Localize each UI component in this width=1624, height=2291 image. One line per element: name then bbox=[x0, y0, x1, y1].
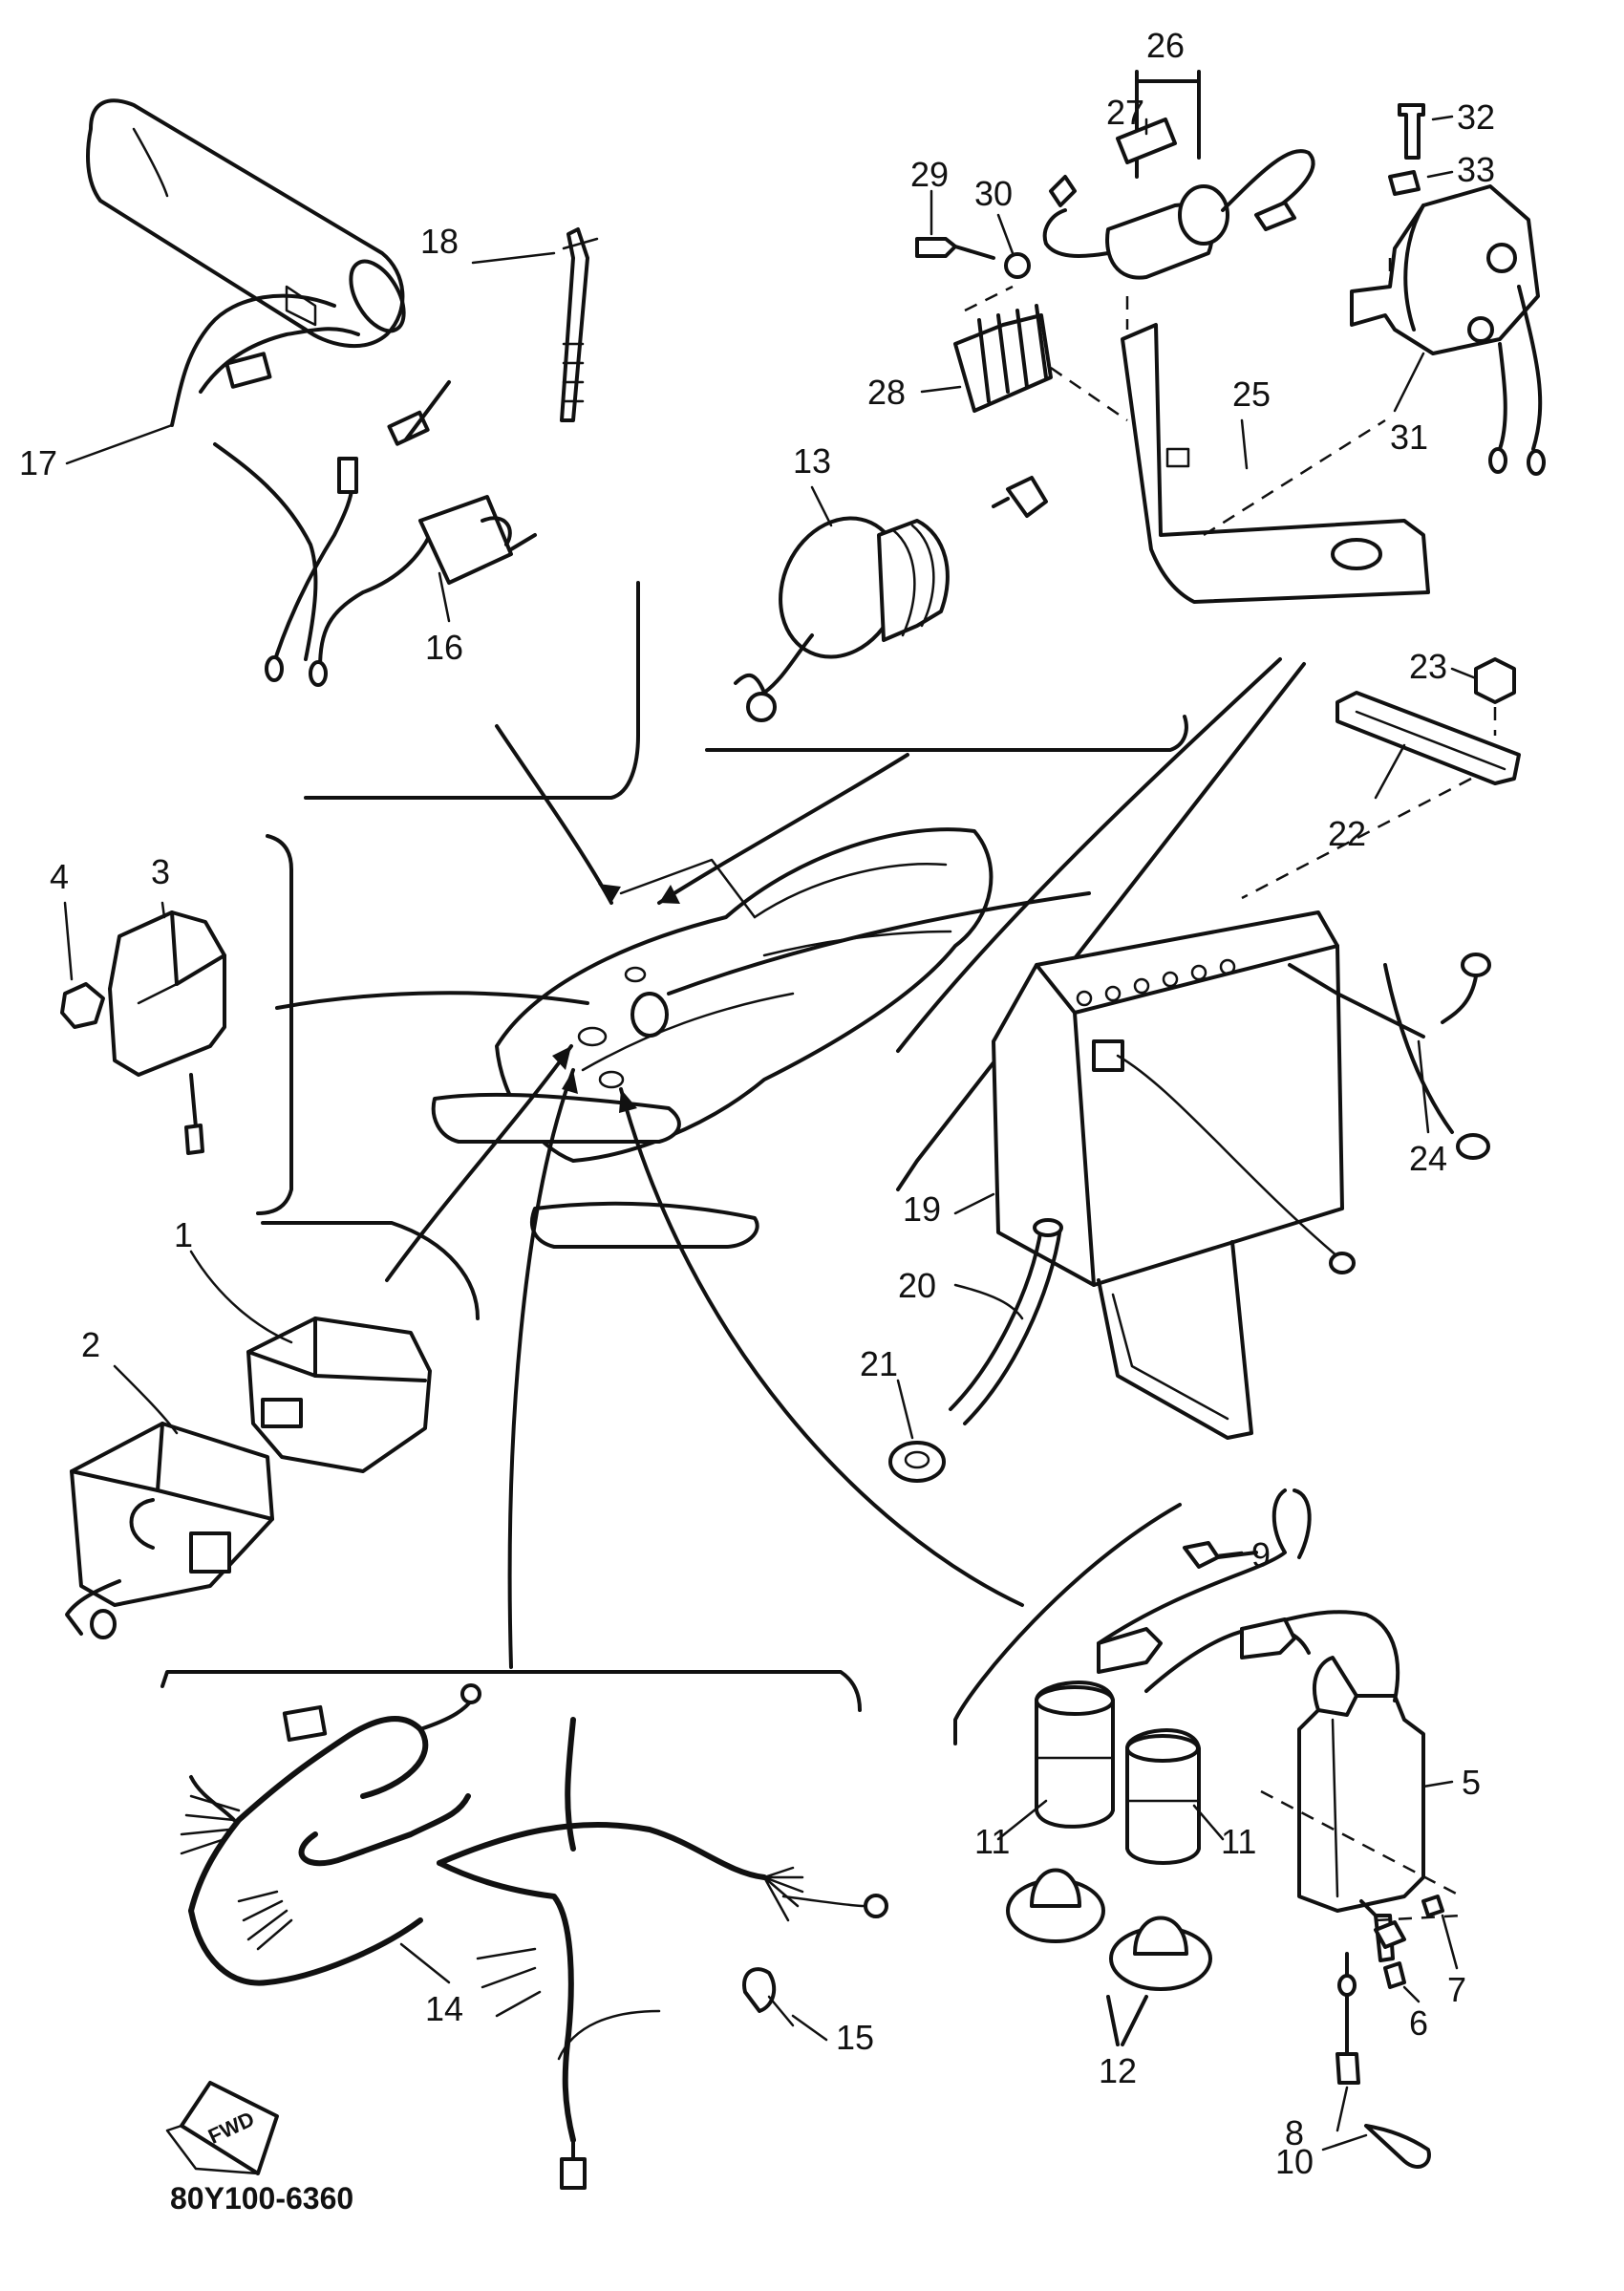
battery-group bbox=[888, 910, 1356, 1483]
callout-27: 27 bbox=[1106, 93, 1144, 132]
callout-24: 24 bbox=[1409, 1139, 1447, 1178]
callout-1: 1 bbox=[174, 1215, 193, 1254]
callout-20: 20 bbox=[898, 1266, 936, 1305]
callout-12: 12 bbox=[1099, 2051, 1137, 2090]
callout-7: 7 bbox=[1447, 1970, 1466, 2009]
callout-32: 32 bbox=[1457, 97, 1495, 137]
callout-labels: 1 2 3 4 5 6 7 8 9 10 11 11 12 bbox=[19, 26, 1495, 2181]
leader-lines bbox=[275, 657, 1282, 1669]
regulator-group bbox=[60, 910, 226, 1155]
fuse-holder-group bbox=[1042, 70, 1315, 280]
callout-14: 14 bbox=[425, 1989, 463, 2028]
callout-11a: 11 bbox=[974, 1822, 1010, 1861]
ignition-coil-group bbox=[1006, 1488, 1463, 2169]
callout-6: 6 bbox=[1409, 2003, 1428, 2043]
cdi-rectifier-group bbox=[65, 1317, 432, 1639]
callout-3: 3 bbox=[151, 852, 170, 891]
callout-5: 5 bbox=[1462, 1763, 1481, 1802]
wire-harness-group: FWD bbox=[165, 1683, 888, 2190]
grip-and-switch-group bbox=[86, 98, 599, 687]
mounting-bracket bbox=[1121, 296, 1430, 604]
battery-band-group bbox=[1241, 657, 1521, 1160]
callout-11b: 11 bbox=[1221, 1822, 1256, 1861]
callout-4: 4 bbox=[50, 857, 69, 896]
callout-33: 33 bbox=[1457, 150, 1495, 189]
callout-15: 15 bbox=[836, 2018, 874, 2057]
callout-19: 19 bbox=[903, 1189, 941, 1229]
main-switch-group bbox=[734, 476, 1048, 722]
callout-29: 29 bbox=[910, 155, 949, 194]
terminal-block-group bbox=[915, 237, 1128, 422]
callout-2: 2 bbox=[81, 1325, 100, 1364]
group-brackets bbox=[160, 581, 1306, 1745]
callout-28: 28 bbox=[867, 373, 906, 412]
starter-relay-group bbox=[1350, 103, 1546, 476]
callout-22: 22 bbox=[1328, 814, 1366, 853]
diagram-code: 80Y100-6360 bbox=[170, 2181, 353, 2216]
callout-30: 30 bbox=[974, 174, 1013, 213]
callout-16: 16 bbox=[425, 628, 463, 667]
callout-18: 18 bbox=[420, 222, 459, 261]
callout-8: 8 bbox=[1285, 2113, 1304, 2152]
callout-9: 9 bbox=[1251, 1535, 1271, 1574]
callout-10: 10 bbox=[1275, 2142, 1314, 2181]
callout-25: 25 bbox=[1232, 375, 1271, 414]
callout-21: 21 bbox=[860, 1344, 898, 1383]
callout-17: 17 bbox=[19, 443, 57, 482]
callout-26: 26 bbox=[1146, 26, 1185, 65]
callout-23: 23 bbox=[1409, 647, 1447, 686]
callout-13: 13 bbox=[793, 441, 831, 481]
callout-31: 31 bbox=[1390, 418, 1428, 457]
